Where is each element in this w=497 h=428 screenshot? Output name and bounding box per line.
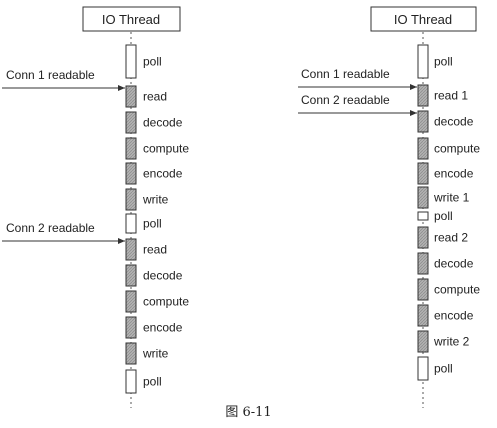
- left-step-12-label: poll: [143, 375, 162, 389]
- right-step-12-poll-box: [417, 356, 429, 381]
- left-step-8-label: decode: [143, 269, 183, 283]
- left-step-1-label: read: [143, 90, 167, 104]
- left-event-2-label: Conn 2 readable: [6, 221, 95, 235]
- right-step-1-label: read 1: [434, 89, 468, 103]
- right-step-8-decode-box: [417, 252, 429, 275]
- right-step-5-write-1-box: [417, 186, 429, 209]
- left-step-11-write-box: [125, 342, 137, 365]
- left-step-4-label: encode: [143, 167, 183, 181]
- left-step-10-encode-box: [125, 316, 137, 339]
- left-header-box: [82, 6, 181, 32]
- right-step-9-label: compute: [434, 283, 480, 297]
- right-step-10-label: encode: [434, 309, 474, 323]
- left-step-10-label: encode: [143, 321, 183, 335]
- right-step-6-label: poll: [434, 209, 453, 223]
- left-step-4-encode-box: [125, 162, 137, 185]
- left-step-0-label: poll: [143, 55, 162, 69]
- right-step-0-poll-box: [417, 44, 429, 79]
- left-step-7-read-box: [125, 238, 137, 261]
- right-io-thread: IO Thread poll read 1 decode compute encode w…: [298, 6, 480, 408]
- right-step-3-label: compute: [434, 142, 480, 156]
- left-step-1-read-box: [125, 85, 137, 108]
- left-step-6-label: poll: [143, 217, 162, 231]
- right-header-box: [370, 6, 477, 32]
- left-step-9-label: compute: [143, 295, 189, 309]
- left-step-2-decode-box: [125, 111, 137, 134]
- left-step-7-label: read: [143, 243, 167, 257]
- figure-caption: 图 6-11: [225, 405, 272, 420]
- left-step-0-poll-box: [125, 44, 137, 79]
- right-step-4-encode-box: [417, 162, 429, 185]
- left-step-6-poll-box: [125, 213, 137, 234]
- left-step-3-label: compute: [143, 142, 189, 156]
- right-step-8-label: decode: [434, 257, 474, 271]
- right-step-5-label: write 1: [433, 191, 470, 205]
- left-event-1-label: Conn 1 readable: [6, 68, 95, 82]
- right-step-4-label: encode: [434, 167, 474, 181]
- left-step-5-label: write: [142, 193, 169, 207]
- right-step-3-compute-box: [417, 137, 429, 160]
- left-step-2-label: decode: [143, 116, 183, 130]
- left-step-12-poll-box: [125, 369, 137, 394]
- right-event-2-label: Conn 2 readable: [301, 93, 390, 107]
- right-step-12-label: poll: [434, 362, 453, 376]
- right-step-2-decode-box: [417, 110, 429, 133]
- left-io-thread: IO Thread poll read decode compute encode wri…: [2, 6, 189, 408]
- right-step-0-label: poll: [434, 55, 453, 69]
- right-step-9-compute-box: [417, 278, 429, 301]
- right-event-1-label: Conn 1 readable: [301, 67, 390, 81]
- right-step-11-write-2-box: [417, 330, 429, 353]
- right-step-7-label: read 2: [434, 231, 468, 245]
- left-step-11-label: write: [142, 347, 169, 361]
- right-step-2-label: decode: [434, 115, 474, 129]
- right-header-label: IO Thread: [394, 12, 452, 27]
- left-step-5-write-box: [125, 188, 137, 211]
- right-step-6-poll-box: [417, 211, 429, 221]
- left-steps: poll read decode compute encode write poll read…: [125, 44, 189, 394]
- right-step-11-label: write 2: [433, 335, 470, 349]
- right-steps: poll read 1 decode compute encode write 1 poll…: [417, 44, 480, 381]
- right-step-1-read-1-box: [417, 84, 429, 107]
- right-step-7-read-2-box: [417, 226, 429, 249]
- left-header-label: IO Thread: [102, 12, 160, 27]
- right-step-10-encode-box: [417, 304, 429, 327]
- left-step-9-compute-box: [125, 290, 137, 313]
- left-step-3-compute-box: [125, 137, 137, 160]
- left-step-8-decode-box: [125, 264, 137, 287]
